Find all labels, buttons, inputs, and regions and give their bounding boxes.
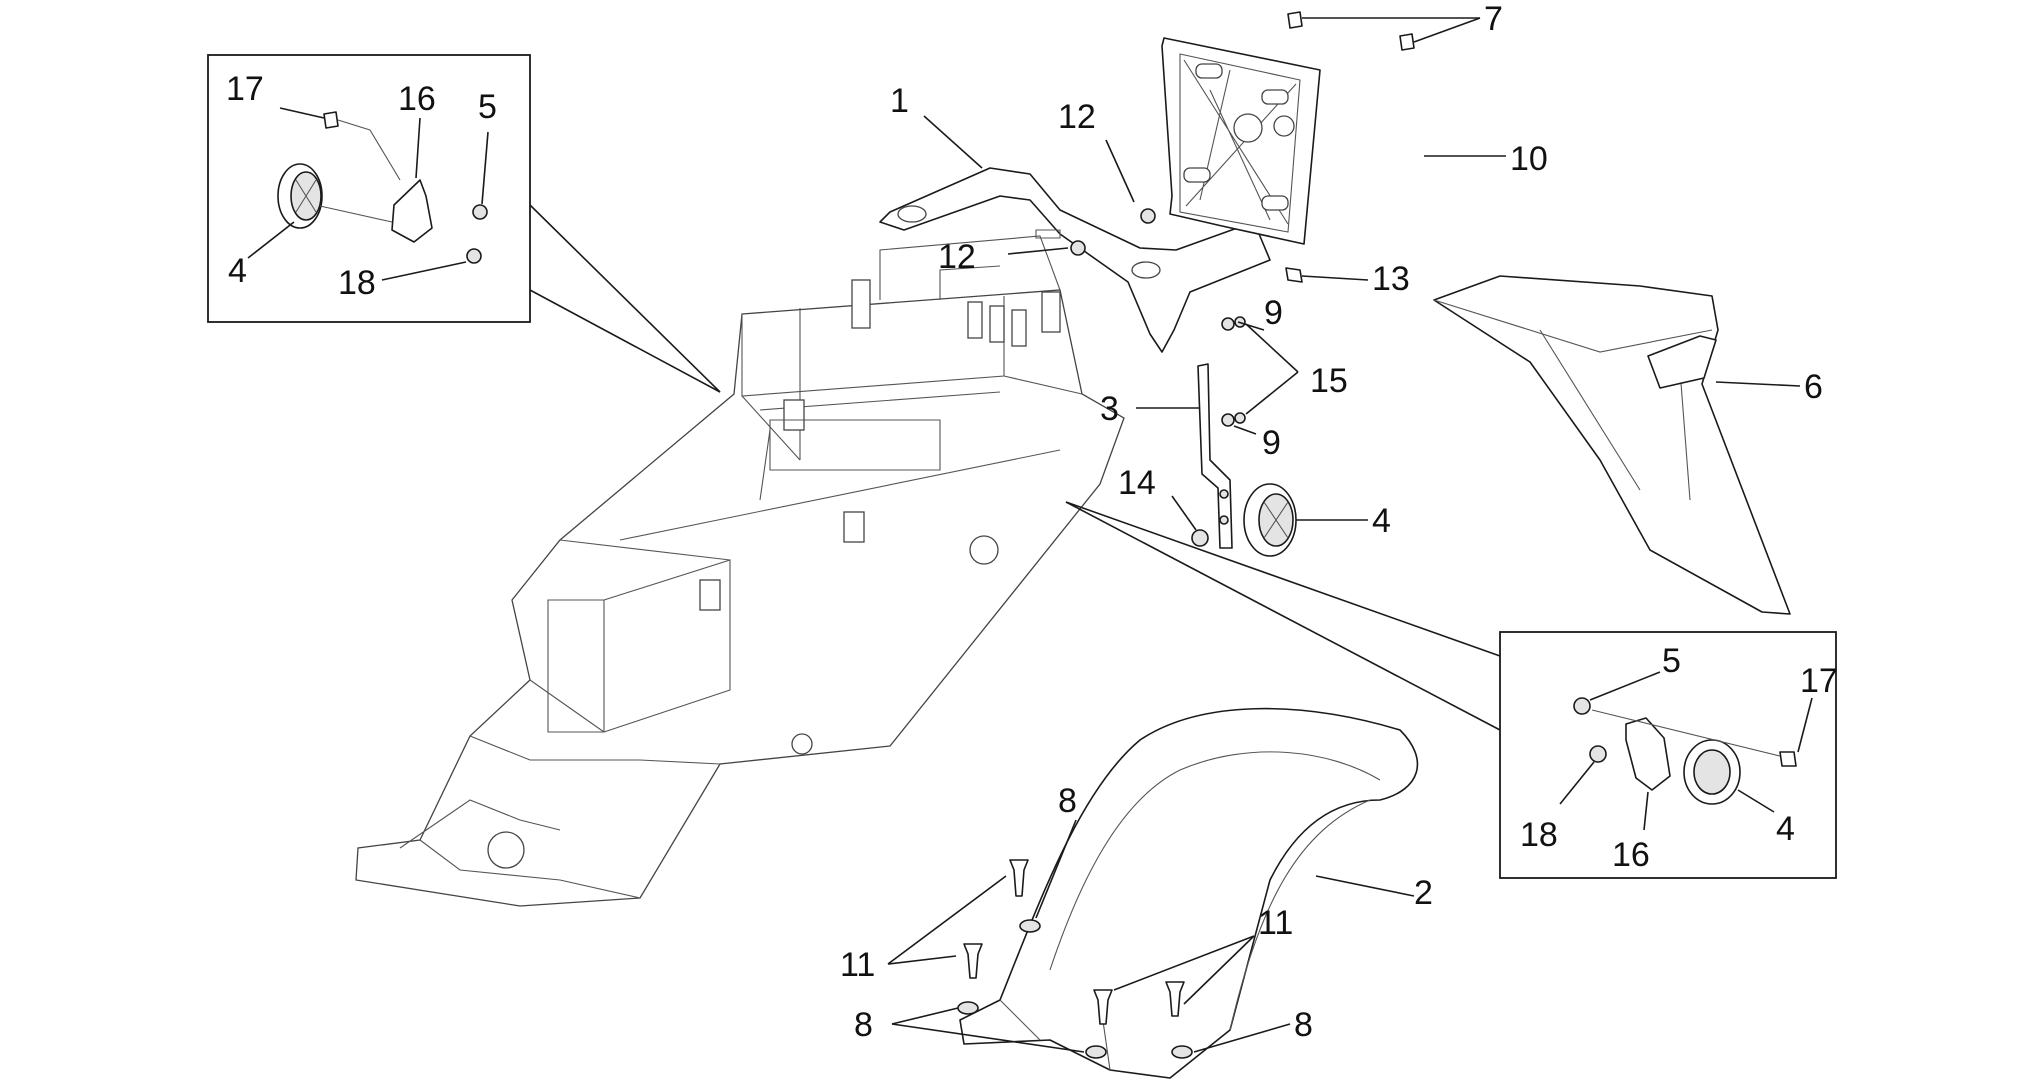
callout-4: 4 (1776, 810, 1795, 848)
callout-13: 13 (1372, 260, 1410, 298)
detail-inset-left: 17 16 5 4 18 (207, 54, 721, 393)
callout-6: 6 (1804, 368, 1823, 406)
callout-16: 16 (1612, 836, 1650, 874)
nut-part-icon (466, 248, 482, 264)
callout-11: 11 (1258, 904, 1293, 942)
callout-11: 11 (840, 946, 875, 984)
reflector-part-icon (277, 163, 323, 229)
callout-7: 7 (1484, 0, 1503, 38)
screw-part-icon (1287, 11, 1303, 29)
washer-part-icon (1171, 1045, 1193, 1059)
washer-part-icon (1234, 412, 1246, 424)
callout-8: 8 (1294, 1006, 1313, 1044)
callout-4: 4 (228, 252, 247, 290)
callout-1: 1 (890, 82, 909, 120)
washer-part-icon (1019, 919, 1041, 933)
bolt-part-icon (1093, 989, 1113, 1025)
callout-9: 9 (1262, 424, 1281, 462)
callout-8: 8 (854, 1006, 873, 1044)
callout-12: 12 (1058, 98, 1096, 136)
screw-part-icon (1399, 33, 1415, 51)
plate-holder-part (1161, 37, 1321, 245)
callout-9: 9 (1264, 294, 1283, 332)
screw-part-icon (323, 111, 339, 129)
callout-17: 17 (1800, 662, 1838, 700)
mud-flap-part (1433, 275, 1791, 615)
callout-2: 2 (1414, 874, 1433, 912)
plate-bracket-part (879, 167, 1271, 353)
callout-14: 14 (1118, 464, 1156, 502)
callout-10: 10 (1510, 140, 1548, 178)
detail-inset-right: 5 17 18 16 4 (1065, 501, 1838, 879)
bracket-part-icon (391, 179, 433, 243)
callout-12: 12 (938, 238, 976, 276)
callout-18: 18 (338, 264, 376, 302)
nut-part-icon (1573, 697, 1591, 715)
rear-frame-part (355, 235, 1125, 907)
callout-3: 3 (1100, 390, 1119, 428)
callout-8: 8 (1058, 782, 1077, 820)
screw-part-icon (1779, 751, 1797, 767)
bolt-part-icon (963, 943, 983, 979)
callout-15: 15 (1310, 362, 1348, 400)
nut-part-icon (1191, 529, 1209, 547)
callout-17: 17 (226, 70, 264, 108)
reflector-part-icon (1243, 483, 1297, 557)
nut-part-icon (1589, 745, 1607, 763)
nut-part-icon (472, 204, 488, 220)
screw-part-icon (1221, 317, 1235, 331)
washer-part-icon (1085, 1045, 1107, 1059)
callout-5: 5 (1662, 642, 1681, 680)
screw-part-icon (1285, 267, 1303, 283)
callout-16: 16 (398, 80, 436, 118)
callout-5: 5 (478, 88, 497, 126)
rear-fender-part (959, 707, 1419, 1079)
bracket-part-icon (1625, 717, 1671, 791)
washer-part-icon (957, 1001, 979, 1015)
bolt-part-icon (1165, 981, 1185, 1017)
reflector-bracket-part (1197, 363, 1233, 549)
callout-4: 4 (1372, 502, 1391, 540)
callout-18: 18 (1520, 816, 1558, 854)
screw-part-icon (1221, 413, 1235, 427)
bolt-part-icon (1009, 859, 1029, 897)
